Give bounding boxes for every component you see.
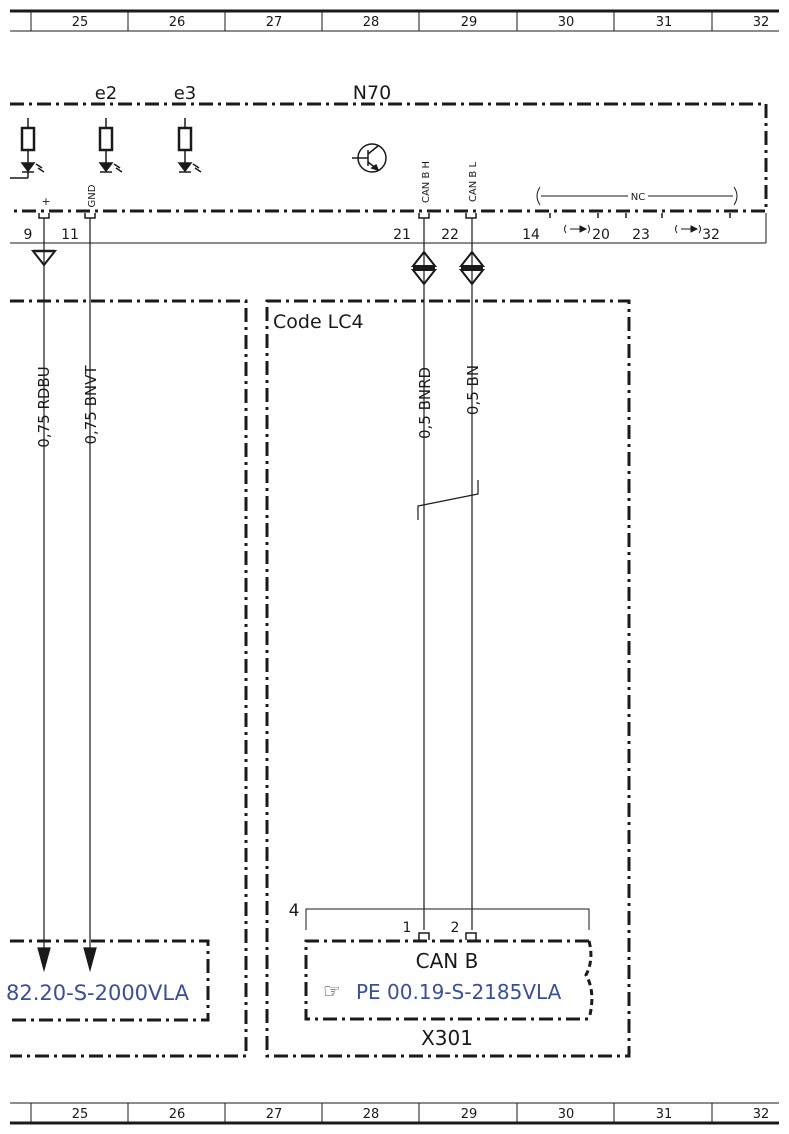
ruler-col-29: 29 <box>461 15 478 30</box>
nc-bracket <box>536 186 738 206</box>
twisted-pair-mark <box>417 480 479 520</box>
connector-pin-1: 1 <box>403 920 412 936</box>
connector-number: 4 <box>289 901 300 921</box>
ruler-col-32: 32 <box>753 15 770 30</box>
code-lc4-box: Code LC4 <box>265 299 631 1058</box>
pin-22: 22 <box>441 227 459 243</box>
ruler-col-26: 26 <box>169 1107 186 1122</box>
ruler-col-29: 29 <box>461 1107 478 1122</box>
connector-reference-link[interactable]: PE 00.19-S-2185VLA <box>356 980 562 1004</box>
pin-terminals <box>38 213 731 219</box>
pin-23: 23 <box>632 227 650 243</box>
pin-32: 32 <box>702 227 720 243</box>
bulb-label-e3: e3 <box>174 83 197 104</box>
led-symbol-left <box>10 118 45 179</box>
ruler-col-31: 31 <box>656 15 673 30</box>
connector-title: CAN B <box>416 949 479 973</box>
pin-label-gnd: GND <box>87 184 98 207</box>
ruler-col-31: 31 <box>656 1107 673 1122</box>
pin-20: 20 <box>592 227 610 243</box>
bottom-ruler: 25 26 27 28 29 30 31 32 <box>10 1102 779 1125</box>
pin-9: 9 <box>24 227 33 243</box>
pin-label-plus: + <box>41 195 50 208</box>
ruler-col-30: 30 <box>558 1107 575 1122</box>
ruler-col-30: 30 <box>558 15 575 30</box>
wire-label-bn: 0,5 BN <box>464 365 482 415</box>
pin-label-can-b-l: CAN B L <box>468 162 479 203</box>
wire-label-rdbu: 0,75 RDBU <box>35 366 53 447</box>
pin-label-can-b-h: CAN B H <box>421 161 432 203</box>
led-symbol-e2 <box>98 118 123 173</box>
module-name: N70 <box>353 82 391 104</box>
connector-pin-2: 2 <box>451 920 460 936</box>
transistor-symbol <box>352 143 387 173</box>
code-box-title: Code LC4 <box>273 311 364 333</box>
pin-14: 14 <box>522 227 540 243</box>
pin-11: 11 <box>61 227 79 243</box>
top-ruler: 25 26 27 28 29 30 31 32 <box>10 9 779 32</box>
ruler-col-28: 28 <box>363 1107 380 1122</box>
pin-21: 21 <box>393 227 411 243</box>
module-n70: N70 e2 e3 <box>10 82 768 244</box>
led-symbol-e3 <box>177 118 202 173</box>
ruler-col-32: 32 <box>753 1107 770 1122</box>
wire-label-bnvt: 0,75 BNVT <box>82 365 100 445</box>
ruler-col-25: 25 <box>72 15 89 30</box>
left-reference-link[interactable]: 82.20-S-2000VLA <box>6 981 190 1005</box>
module-border <box>10 102 768 213</box>
bulb-label-e2: e2 <box>95 83 118 104</box>
nc-label: NC <box>631 192 645 203</box>
left-component-box: 82.20-S-2000VLA <box>6 299 248 1058</box>
ruler-col-25: 25 <box>72 1107 89 1122</box>
ruler-col-26: 26 <box>169 15 186 30</box>
range-arrow-14-20 <box>564 224 590 234</box>
wire-bn <box>458 218 486 930</box>
wire-bnvt <box>83 218 97 973</box>
ruler-col-27: 27 <box>266 1107 283 1122</box>
ruler-col-28: 28 <box>363 15 380 30</box>
wire-label-bnrd: 0,5 BNRD <box>416 367 434 439</box>
pointing-hand-icon: ☞ <box>323 979 341 1003</box>
connector-name: X301 <box>421 1026 473 1050</box>
range-arrow-23-32 <box>675 224 701 234</box>
wire-rdbu <box>30 218 58 973</box>
connector-x301: 4 1 2 CAN B ☞ PE 00.19-S-2185VLA X301 <box>289 901 594 1050</box>
ruler-col-27: 27 <box>266 15 283 30</box>
wire-bnrd <box>410 218 438 930</box>
